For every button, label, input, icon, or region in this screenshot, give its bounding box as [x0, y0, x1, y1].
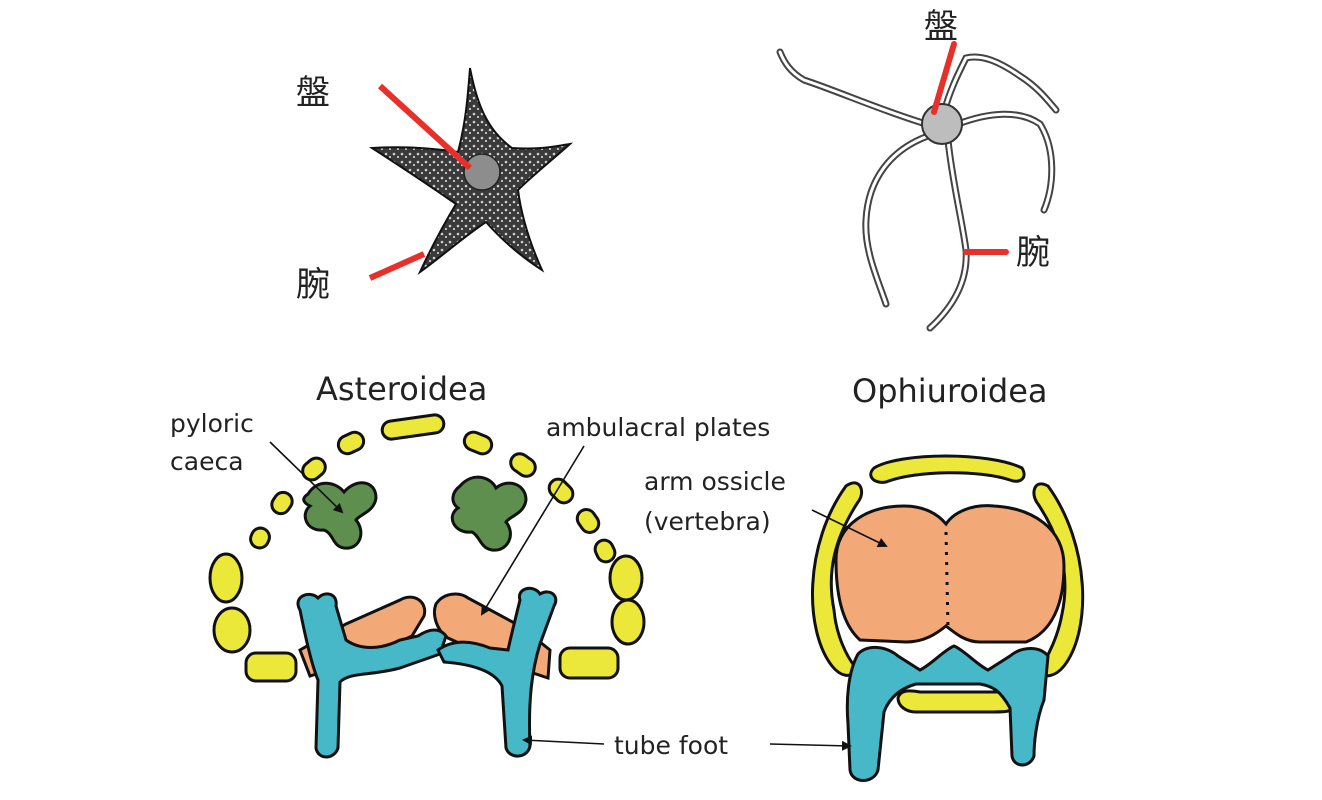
arm-ossicle-arrow [811, 509, 888, 547]
tube-foot-label: tube foot [614, 731, 728, 760]
vertebra-midline [944, 531, 950, 629]
ambulacral-plates-arrow [480, 445, 585, 616]
brittle-arm-1 [776, 48, 930, 128]
ophiuroidea-tube-feet [845, 644, 1050, 782]
brittle-arm-5 [926, 136, 970, 332]
brittle-star-illustration [776, 41, 1060, 332]
disc-pointer-line [377, 83, 473, 171]
pyloric-caeca-arrow [269, 441, 344, 514]
brittle-star-arm-label: 腕 [1016, 233, 1050, 273]
sea-star-arm-label: 腕 [296, 265, 330, 305]
arm-ossicle-vertebra-shape [834, 504, 1066, 644]
asteroidea-section [208, 413, 646, 759]
arm-ossicle-label-line2: (vertebra) [644, 507, 771, 536]
asteroidea-tube-feet [296, 586, 558, 759]
brittle-disc-pointer-line [931, 41, 957, 115]
ambulacral-plates-label: ambulacral plates [546, 413, 770, 442]
arm-ossicle-label-line1: arm ossicle [644, 467, 786, 496]
asteroidea-ossicles [208, 413, 646, 683]
sea-star-disc-label: 盤 [296, 73, 330, 113]
pyloric-caeca-shapes [302, 475, 528, 552]
brittle-star-disc-label: 盤 [924, 7, 958, 47]
asteroidea-title: Asteroidea [316, 370, 487, 408]
brittle-arm-4 [862, 132, 932, 308]
arm-pointer-line [368, 251, 426, 281]
brittle-arm-3 [954, 110, 1056, 214]
sea-star-disc [463, 153, 501, 191]
ophiuroidea-title: Ophiuroidea [852, 372, 1047, 410]
ophiuroidea-section [811, 454, 1085, 782]
brittle-star-disc [921, 103, 963, 145]
tube-foot-arrow-right [769, 740, 852, 751]
sea-star-illustration: 盤 腕 [296, 67, 574, 305]
tube-foot-arrow-left [522, 735, 605, 746]
pyloric-caeca-label-line1: pyloric [170, 409, 254, 438]
pyloric-caeca-label-line2: caeca [170, 447, 244, 476]
